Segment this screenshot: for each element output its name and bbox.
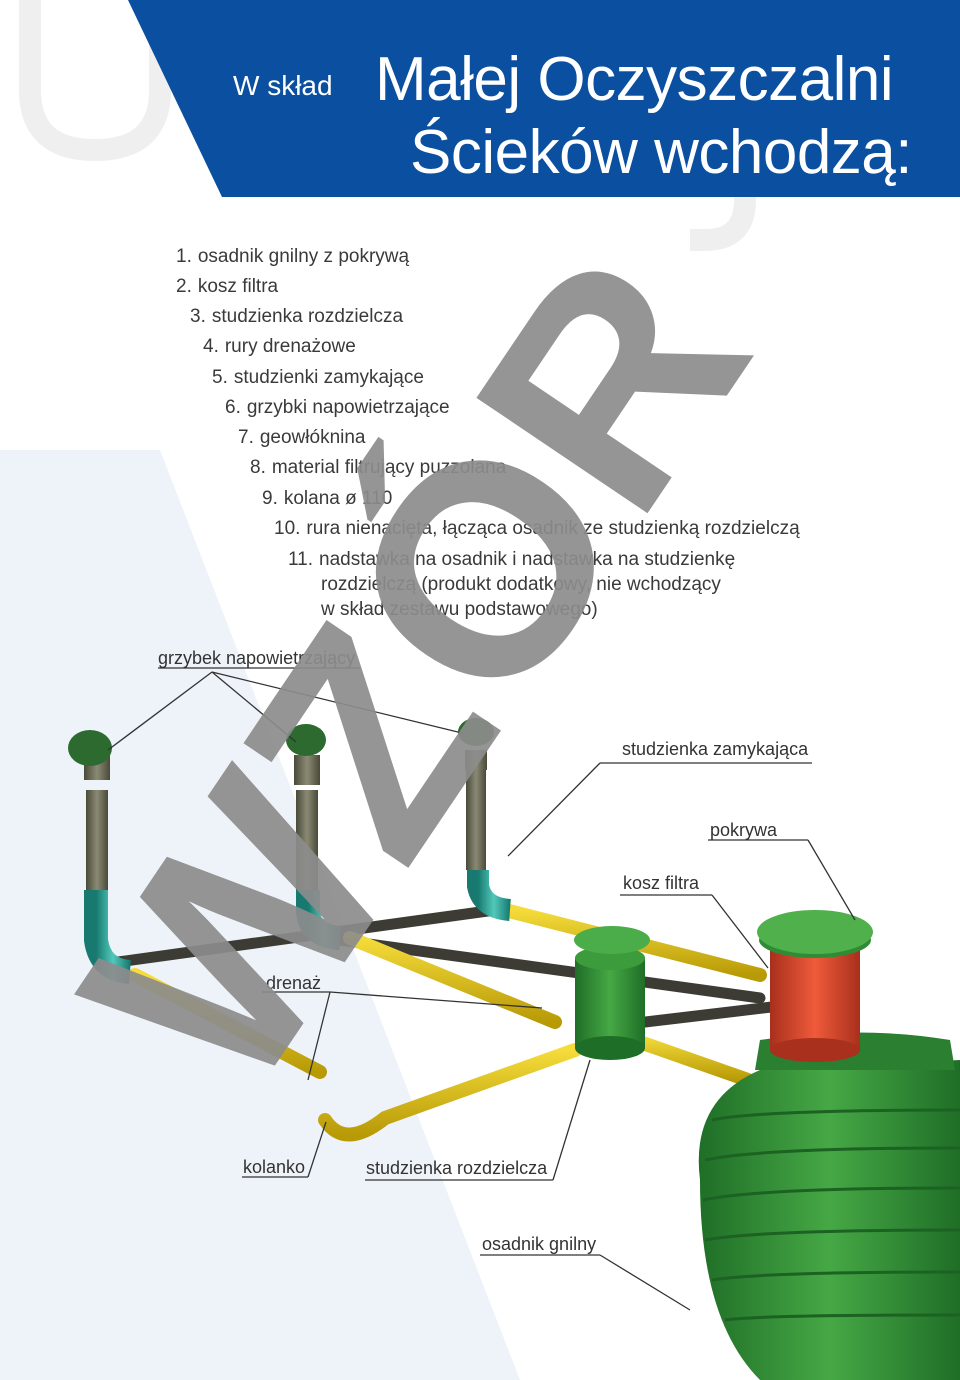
vent-cap-icon	[458, 718, 494, 746]
list-item-continuation: w skład zestawu podstawowego)	[321, 599, 598, 620]
label-distribution-chamber: studzienka rozdzielcza	[366, 1158, 548, 1178]
system-illustration	[68, 718, 960, 1380]
list-item: 2.kosz filtra	[176, 276, 279, 297]
label-closing-chamber: studzienka zamykająca	[622, 739, 809, 759]
list-item: 7.geowłóknina	[238, 427, 366, 448]
label-elbow: kolanko	[243, 1157, 306, 1177]
vent-cap-icon	[68, 730, 112, 766]
list-item: 6.grzybki napowietrzające	[225, 397, 450, 418]
tank-lid	[757, 910, 873, 954]
header: W skład Małej Oczyszczalni Ścieków wchod…	[0, 0, 960, 200]
list-item: 1.osadnik gnilny z pokrywą	[176, 246, 410, 267]
list-item: 5.studzienki zamykające	[212, 367, 424, 388]
header-title-line2: Ścieków wchodzą:	[410, 118, 913, 187]
list-item: 11.nadstawka na osadnik i nadstawka na s…	[288, 549, 736, 570]
distribution-chamber	[574, 926, 650, 1060]
vent-stack-3	[458, 718, 512, 921]
list-item: 4.rury drenażowe	[203, 336, 356, 357]
header-prefix: W skład	[233, 70, 333, 101]
filter-basket	[757, 910, 873, 1062]
label-drainage: drenaż	[266, 973, 322, 993]
header-title-line1: Małej Oczyszczalni	[375, 45, 894, 114]
label-lid: pokrywa	[710, 820, 778, 840]
label-septic-tank: osadnik gnilny	[482, 1234, 597, 1254]
list-item: 9.kolana ø 110	[262, 488, 393, 509]
vent-stack-2	[286, 724, 342, 950]
background-letter-decoration	[19, 0, 171, 162]
vent-stack-1	[68, 730, 132, 984]
label-vent-cap: grzybek napowietrzający	[158, 648, 356, 668]
list-item-continuation: rozdzielczą (produkt dodatkowy, nie wcho…	[321, 574, 721, 595]
header-band	[128, 0, 960, 197]
list-item: 8.material filtrujący puzzolana	[250, 457, 507, 478]
list-item: 3.studzienka rozdzielcza	[190, 306, 404, 327]
background-letter-decoration-2	[690, 150, 756, 251]
label-filter-basket: kosz filtra	[623, 873, 700, 893]
vent-cap-icon	[286, 724, 326, 756]
list-item: 10.rura nienacięta, łącząca osadnik ze s…	[274, 518, 800, 539]
